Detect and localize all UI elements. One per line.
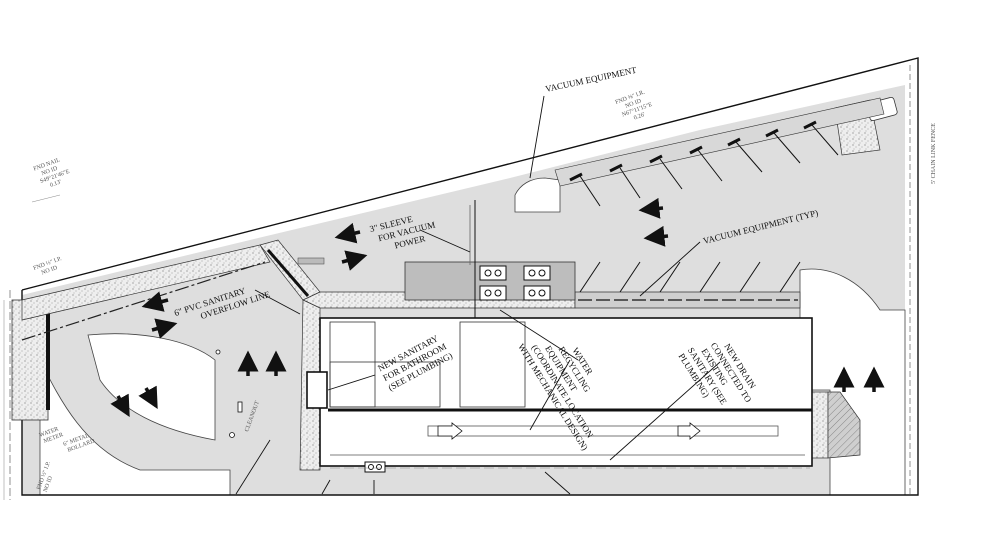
survey-note-ip-left: FND ½" I.P. NO ID — [32, 255, 63, 277]
arrow-icon — [110, 393, 130, 418]
exit-hatch — [827, 391, 861, 459]
survey-note-ip-top: FND ⅝" I.R. NO ID N67°11'15"E 0.26' — [615, 89, 654, 122]
svg-text:NO ID: NO ID — [43, 475, 55, 493]
arrow-icon — [141, 291, 169, 312]
arrow-icon — [643, 225, 669, 247]
utility-marker — [237, 401, 243, 413]
entrance-curb — [11, 299, 49, 421]
vacuum-units — [479, 265, 551, 301]
leader-lines — [254, 95, 721, 461]
property-line — [21, 57, 919, 496]
flow-arrow-right — [677, 422, 701, 440]
svg-text:0.26': 0.26' — [633, 112, 646, 122]
vacuum-unit-dot-1 — [368, 464, 374, 470]
landscape-top-center — [514, 177, 561, 213]
svg-text:NO ID: NO ID — [625, 98, 643, 110]
vacuum-canopy-top — [554, 97, 885, 187]
flow-arrow-left — [437, 422, 463, 440]
arrow-icon — [334, 222, 361, 244]
office — [329, 361, 441, 408]
mechanical-room — [459, 321, 526, 408]
building — [319, 317, 813, 467]
survey-note-nail: FND NAIL NO ID S49°21'46"E 0.13' — [33, 157, 71, 189]
curb-building-right — [811, 391, 829, 459]
landscape-island-lower — [39, 359, 231, 496]
parking-stripes-top — [579, 124, 839, 207]
svg-text:NO ID: NO ID — [41, 166, 59, 178]
cleanout-marker-2 — [215, 349, 221, 355]
arrow-icon-group — [110, 197, 885, 418]
lower-leader-2 — [321, 479, 331, 495]
vacuum-equipment-top-label: VACUUM EQUIPMENT — [544, 65, 638, 94]
entrance-bar — [46, 308, 50, 410]
stall-markers-top — [569, 120, 817, 182]
vacuum-unit-icon — [364, 461, 386, 473]
arrow-icon — [138, 385, 158, 410]
lower-leader-1 — [235, 439, 271, 495]
survey-note-fence: 5' CHAIN LINK FENCE — [931, 123, 937, 184]
svg-text:0.13': 0.13' — [49, 179, 62, 189]
curb-dark-line — [266, 249, 310, 297]
parking-stripes-bottom — [579, 261, 801, 293]
svg-text:NO ID: NO ID — [41, 265, 59, 277]
lower-leader-4 — [544, 471, 571, 495]
service-box — [297, 257, 325, 265]
arrow-icon — [638, 197, 664, 219]
arrow-icon — [151, 318, 178, 339]
arrow-icon — [341, 250, 368, 271]
curb-strip-top — [21, 244, 271, 321]
conveyor — [427, 425, 779, 437]
cleanout-marker — [229, 432, 235, 438]
vacuum-unit-dot-2 — [376, 464, 382, 470]
toilet-icon — [306, 371, 328, 409]
survey-leader-nail — [31, 194, 61, 203]
